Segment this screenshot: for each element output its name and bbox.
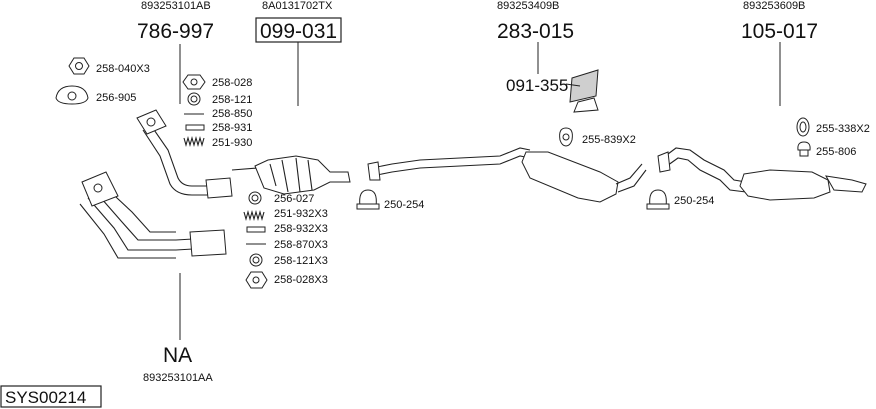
front-pipe-upper-drawing <box>136 44 233 199</box>
part-label: 255-839X2 <box>582 134 636 146</box>
rear-silencer-drawing <box>657 42 867 201</box>
group-ref-front-lower: 893253101AA <box>143 372 213 384</box>
group-ref-catalyst: 8A0131702TX <box>262 0 333 12</box>
group-number-front-upper: 786-997 <box>137 20 214 43</box>
part-label: 258-931 <box>212 122 252 134</box>
catalyst-drawing <box>231 42 351 195</box>
part-label: 250-254 <box>674 195 714 207</box>
group-number-catalyst: 099-031 <box>260 20 337 43</box>
rubber-mount-icon <box>797 141 811 157</box>
catalyst-number-box <box>255 17 342 43</box>
part-label: 258-850 <box>212 108 252 120</box>
group-ref-front-upper: 893253101AB <box>141 0 211 12</box>
part-label-large: 091-355 <box>506 76 568 95</box>
part-label: 250-254 <box>384 199 424 211</box>
hardware-column-2 <box>243 191 268 289</box>
group-ref-rear: 893253609B <box>743 0 805 12</box>
part-label: 258-870X3 <box>274 239 328 251</box>
clamp-right-icon <box>646 189 670 210</box>
system-code-box <box>0 385 102 408</box>
part-label: 258-028X3 <box>274 274 328 286</box>
bracket-drawing <box>565 69 599 113</box>
part-label: 251-930 <box>212 137 252 149</box>
system-code: SYS00214 <box>5 388 86 407</box>
part-label: 255-338X2 <box>816 123 870 135</box>
group-number-middle: 283-015 <box>497 20 574 43</box>
rubber-ring-icon <box>796 117 810 137</box>
part-label: 256-905 <box>96 92 136 104</box>
part-label: 258-028 <box>212 77 252 89</box>
part-label: 258-121X3 <box>274 255 328 267</box>
middle-silencer-drawing <box>367 42 647 203</box>
flange-gasket-icon <box>55 85 89 105</box>
part-label: 255-806 <box>816 146 856 158</box>
part-label: 258-040X3 <box>96 63 150 75</box>
group-number-front-lower: NA <box>163 344 192 367</box>
front-pipe-lower-drawing <box>79 171 227 340</box>
clamp-left-icon <box>356 189 380 210</box>
part-label: 258-932X3 <box>274 223 328 235</box>
hardware-column-1 <box>182 74 206 148</box>
group-ref-middle: 893253409B <box>497 0 559 12</box>
part-label: 258-121 <box>212 94 252 106</box>
group-number-rear: 105-017 <box>741 20 818 43</box>
part-label: 251-932X3 <box>274 208 328 220</box>
rubber-hanger-icon <box>559 127 573 147</box>
part-label: 256-027 <box>274 193 314 205</box>
gasket-hex-icon <box>68 57 90 75</box>
